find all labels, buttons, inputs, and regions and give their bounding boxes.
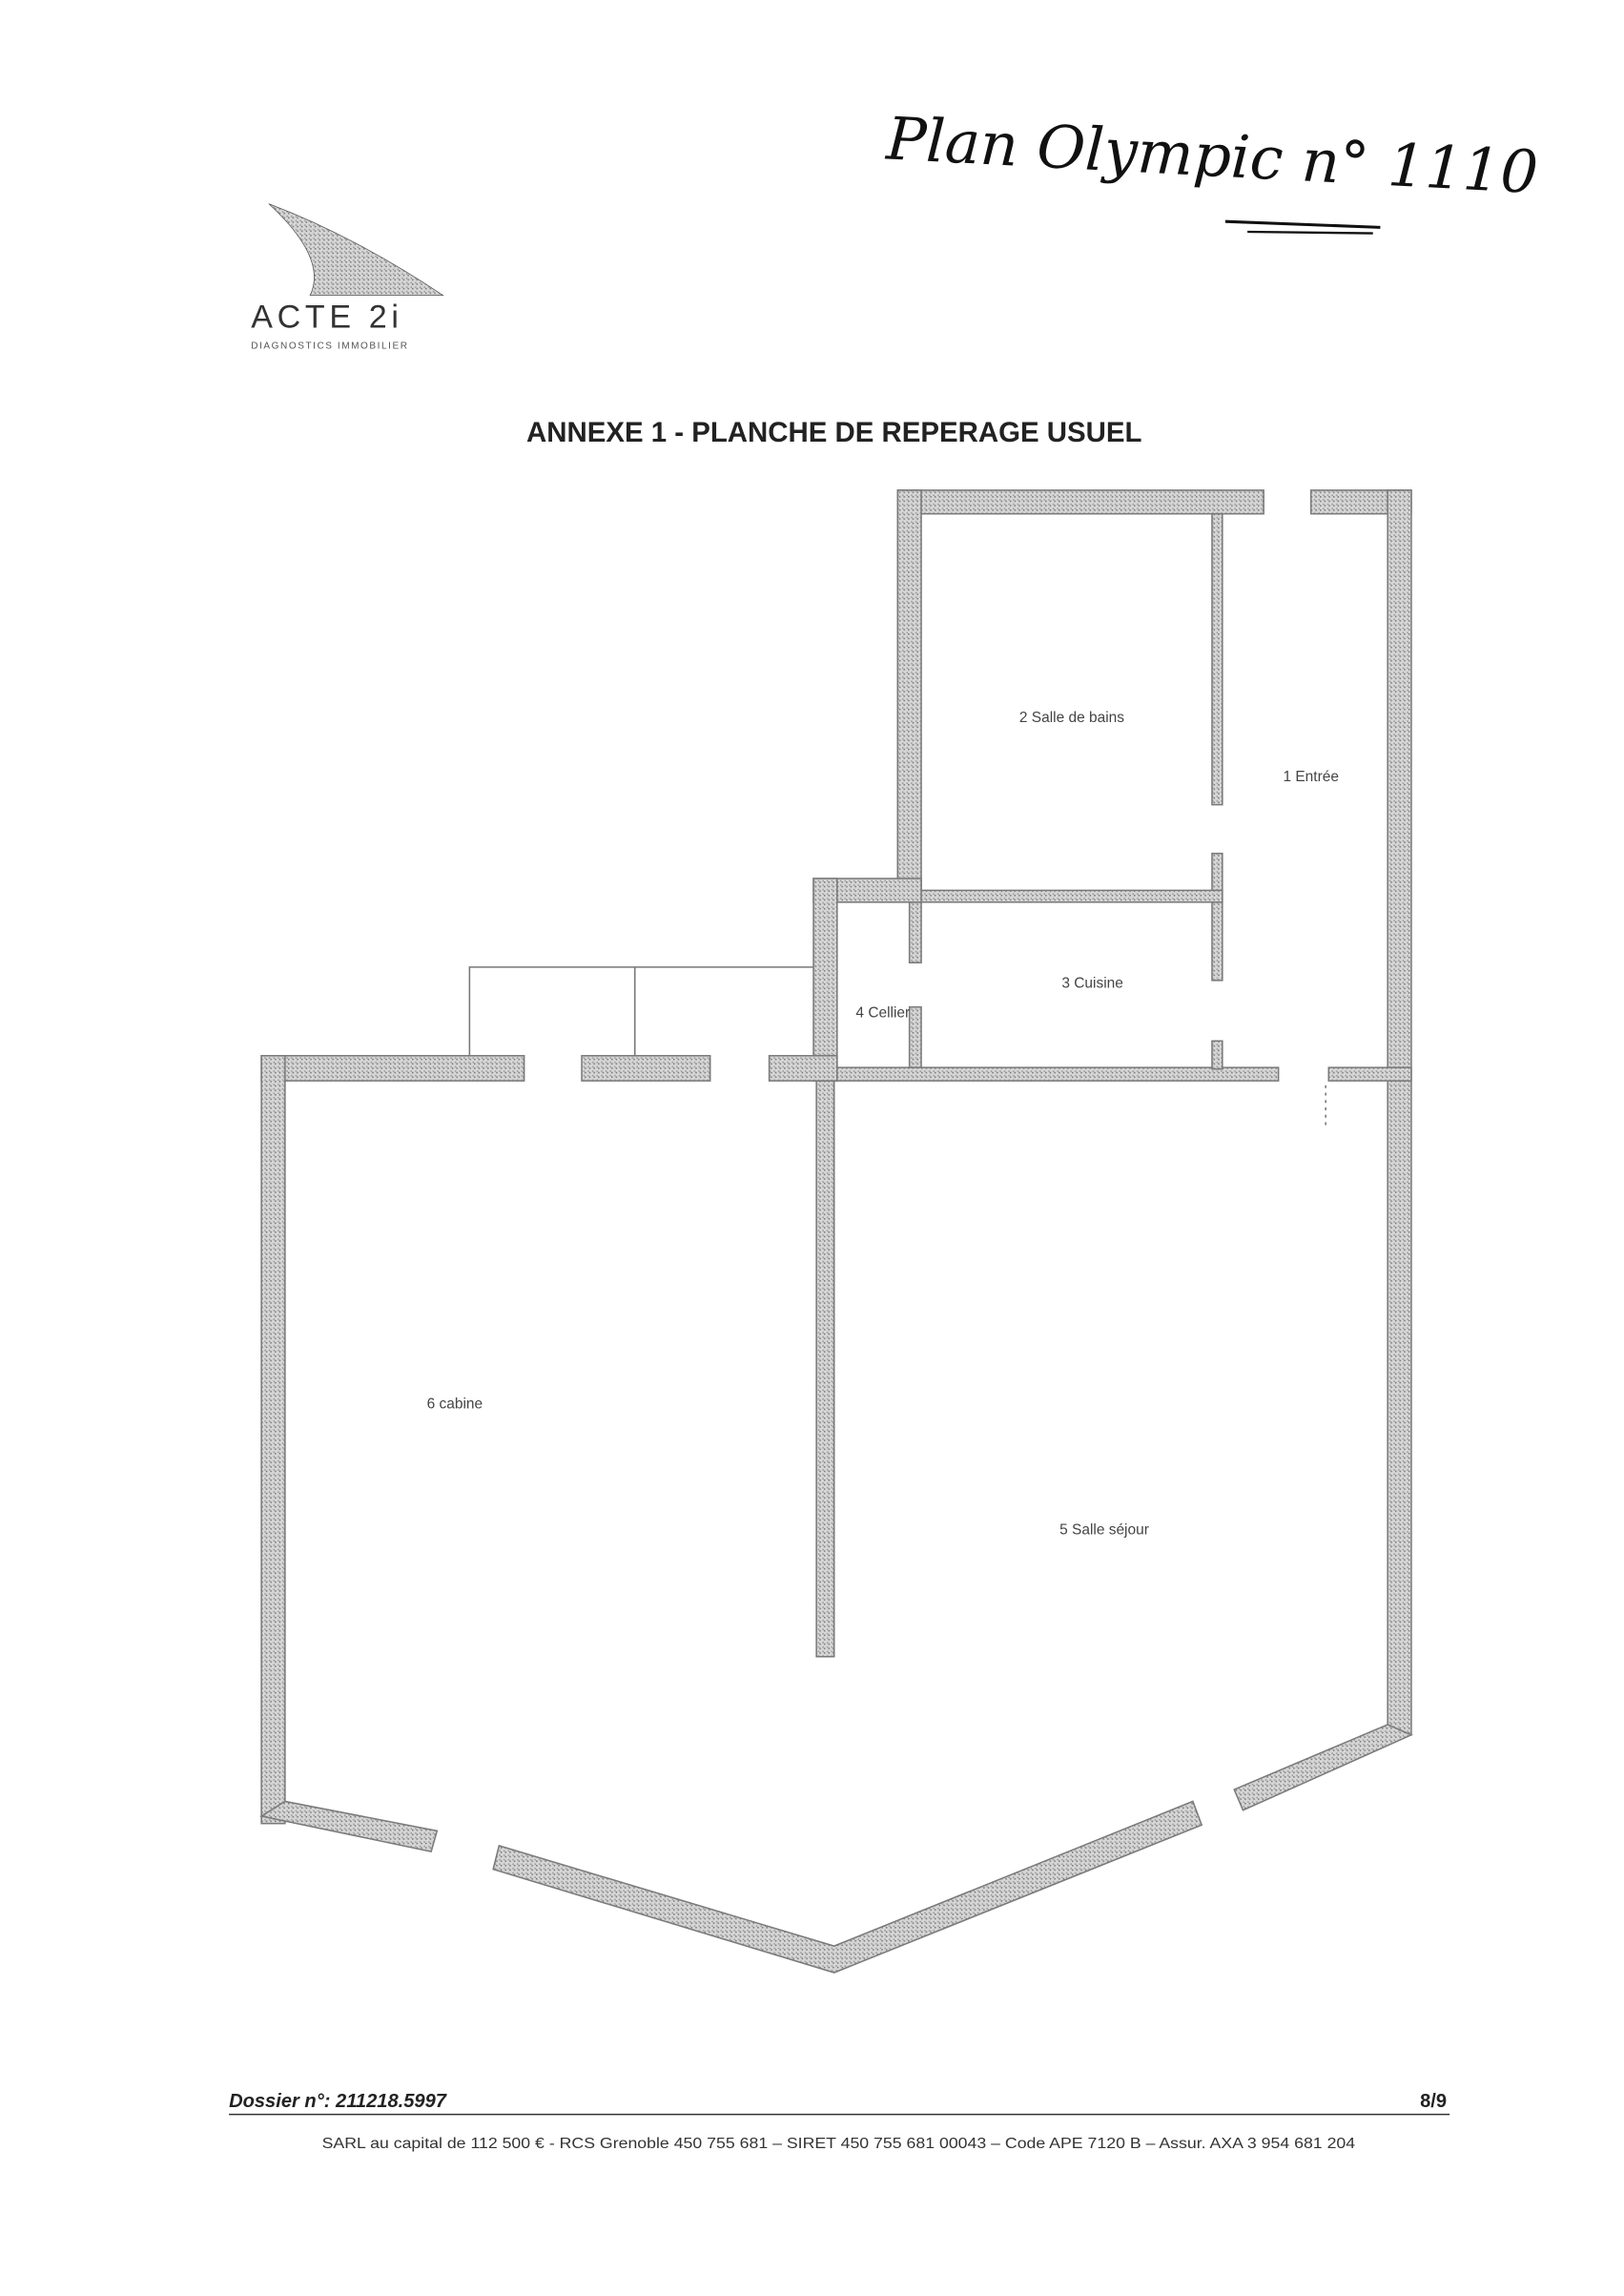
wall	[908, 1005, 922, 1070]
dossier-number: Dossier n°: 211218.5997	[229, 2091, 447, 2112]
room-label-salle-de-bains: 2 Salle de bains	[1019, 710, 1124, 726]
floor-plan	[259, 489, 1413, 1974]
room-label-entree: 1 Entrée	[1283, 769, 1338, 785]
wall	[259, 1800, 439, 1852]
handwritten-underline	[1224, 219, 1381, 229]
wall	[1211, 852, 1223, 982]
handwritten-underline-2	[1247, 230, 1373, 235]
wall	[1211, 1040, 1223, 1070]
logo-tagline: DIAGNOSTICS IMMOBILIER	[251, 341, 408, 351]
legal-notice: SARL au capital de 112 500 € - RCS Greno…	[322, 2136, 1356, 2152]
room-label-cuisine: 3 Cuisine	[1061, 976, 1123, 992]
wall	[908, 900, 922, 964]
wall	[1233, 1724, 1413, 1811]
wall	[812, 878, 838, 1082]
wall	[260, 1054, 525, 1082]
page-title: ANNEXE 1 - PLANCHE DE REPERAGE USUEL	[526, 417, 1141, 448]
wall	[768, 1054, 838, 1082]
logo: ACTE 2i DIAGNOSTICS IMMOBILIER	[251, 203, 444, 351]
wall	[812, 1066, 1280, 1082]
room-label-cellier: 4 Cellier	[855, 1005, 910, 1022]
wall	[260, 1054, 286, 1825]
logo-name: ACTE 2i	[251, 300, 402, 336]
wall	[1387, 489, 1412, 1736]
wall	[1211, 512, 1223, 806]
page-number: 8/9	[1420, 2091, 1447, 2112]
thin-lines	[468, 966, 1326, 1130]
room-label-salle-sejour: 5 Salle séjour	[1059, 1521, 1149, 1538]
wall	[1327, 1066, 1412, 1082]
room-label-cabine: 6 cabine	[427, 1396, 483, 1413]
wall	[581, 1054, 711, 1082]
handwritten-note: Plan Olympic n° 1110	[884, 104, 1540, 207]
logo-swoosh-icon	[268, 203, 444, 296]
wall	[896, 489, 922, 893]
wall	[492, 1800, 1203, 1974]
wall	[815, 1080, 835, 1658]
wall	[896, 489, 1264, 515]
